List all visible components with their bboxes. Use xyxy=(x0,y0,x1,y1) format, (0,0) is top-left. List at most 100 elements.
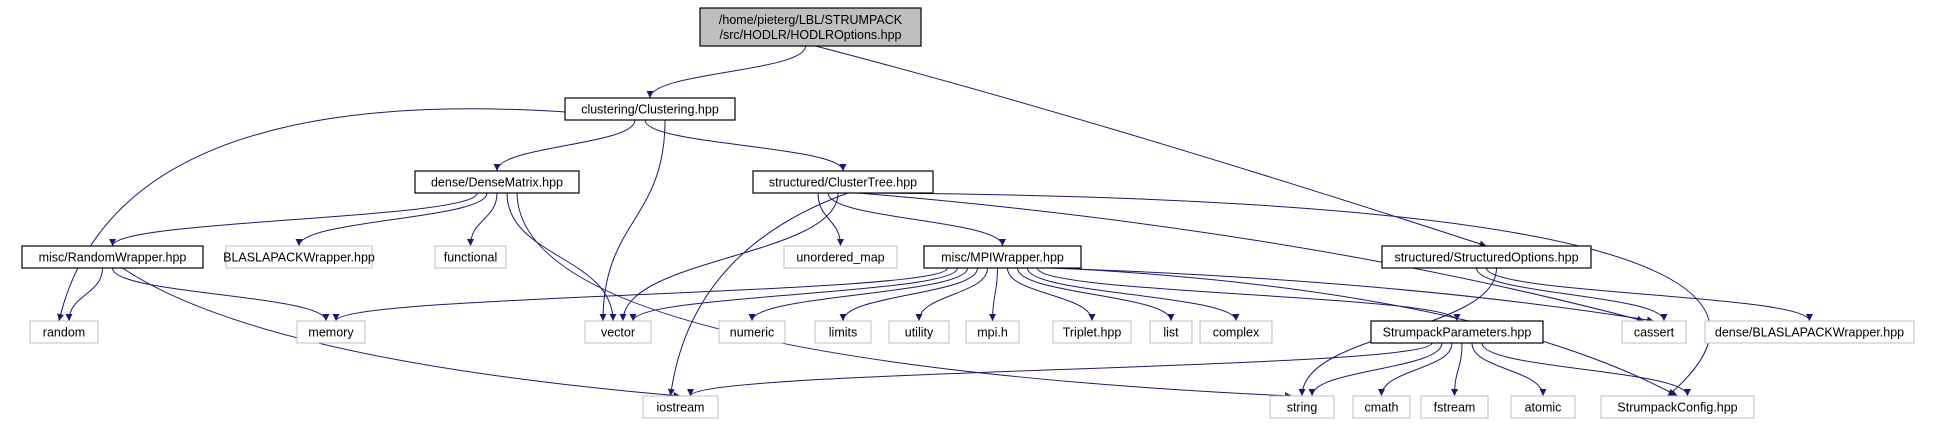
node-fstream: fstream xyxy=(1420,395,1489,419)
edge-clustertree-mpiwrapper xyxy=(827,192,1006,247)
node-strumpackconfig: StrumpackConfig.hpp xyxy=(1600,395,1755,419)
node-label: StrumpackParameters.hpp xyxy=(1383,326,1532,340)
node-box xyxy=(1269,395,1335,419)
edge-mpiwrapper-limits xyxy=(839,267,978,322)
node-label: string xyxy=(1287,401,1318,415)
node-root[interactable]: /home/pieterg/LBL/STRUMPACK/src/HODLR/HO… xyxy=(699,7,922,47)
node-list: list xyxy=(1149,320,1193,344)
node-label: cassert xyxy=(1634,326,1675,340)
node-memory: memory xyxy=(296,320,366,344)
node-box xyxy=(584,320,652,344)
node-label: Triplet.hpp xyxy=(1063,326,1122,340)
node-vector: vector xyxy=(584,320,652,344)
node-unordered_map: unordered_map xyxy=(783,245,898,269)
node-box xyxy=(718,320,786,344)
edge-clustering-vector xyxy=(599,119,666,322)
node-label: dense/BLASLAPACKWrapper.hpp xyxy=(1715,326,1904,340)
edge-clustertree-vector xyxy=(619,192,839,322)
node-label: fstream xyxy=(1434,401,1476,415)
edge-mpiwrapper-memory xyxy=(332,267,948,322)
node-label: /src/HODLR/HODLROptions.hpp xyxy=(719,28,901,42)
node-blaslapack: BLASLAPACKWrapper.hpp xyxy=(223,245,375,269)
edge-mpiwrapper-mpih xyxy=(989,267,998,322)
node-label: clustering/Clustering.hpp xyxy=(581,103,719,117)
node-label: random xyxy=(43,326,85,340)
node-box xyxy=(29,320,99,344)
node-label: structured/ClusterTree.hpp xyxy=(769,176,917,190)
edge-clustering-densematrix xyxy=(493,119,636,172)
node-label: utility xyxy=(905,326,934,340)
edge-densematrix-functional xyxy=(467,192,498,247)
edge-clustertree-strumpackconfig xyxy=(867,192,1711,397)
node-box xyxy=(1149,320,1193,344)
node-complex: complex xyxy=(1199,320,1273,344)
edge-mpiwrapper-triplet xyxy=(1007,267,1096,322)
edge-randomwrapper-iostream xyxy=(122,267,681,399)
node-label: misc/RandomWrapper.hpp xyxy=(39,251,187,265)
edge-clustertree-iostream xyxy=(667,192,849,397)
node-string: string xyxy=(1269,395,1335,419)
edge-strumpackparams-atomic xyxy=(1471,342,1547,397)
node-label: StrumpackConfig.hpp xyxy=(1617,401,1737,415)
edge-strumpackparams-fstream xyxy=(1451,342,1463,397)
node-box xyxy=(923,245,1082,269)
edge-densematrix-randomwrapper xyxy=(109,192,478,247)
node-atomic: atomic xyxy=(1510,395,1576,419)
node-box xyxy=(1510,395,1576,419)
edge-strumpackparams-iostream xyxy=(687,342,1433,397)
node-label: misc/MPIWrapper.hpp xyxy=(941,251,1064,265)
edge-densematrix-string xyxy=(516,192,1293,400)
node-triplet: Triplet.hpp xyxy=(1052,320,1132,344)
node-box xyxy=(1370,320,1544,344)
edge-structuredoptions-denseblaslapack xyxy=(1486,267,1813,322)
node-strumpackparams[interactable]: StrumpackParameters.hpp xyxy=(1370,320,1544,344)
node-box xyxy=(642,395,719,419)
edge-structuredoptions-cassert xyxy=(1476,267,1668,322)
node-box xyxy=(225,245,373,269)
node-structuredoptions[interactable]: structured/StructuredOptions.hpp xyxy=(1381,245,1592,269)
node-label: structured/StructuredOptions.hpp xyxy=(1394,251,1578,265)
node-iostream: iostream xyxy=(642,395,719,419)
edge-mpiwrapper-list xyxy=(1017,267,1175,322)
edge-clustertree-cassert xyxy=(857,192,1645,323)
edge-root-clustering xyxy=(646,45,806,99)
node-label: complex xyxy=(1213,326,1260,340)
node-label: BLASLAPACKWrapper.hpp xyxy=(223,251,375,265)
node-box xyxy=(752,170,934,194)
node-label: atomic xyxy=(1525,401,1562,415)
node-clustering[interactable]: clustering/Clustering.hpp xyxy=(564,97,736,121)
edge-densematrix-blaslapack xyxy=(295,192,488,247)
node-box xyxy=(888,320,950,344)
edge-densematrix-vector xyxy=(506,192,617,322)
node-functional: functional xyxy=(434,245,507,269)
node-randomwrapper[interactable]: misc/RandomWrapper.hpp xyxy=(21,245,204,269)
edge-clustertree-unordered_map xyxy=(817,192,844,247)
edge-root-structuredoptions xyxy=(815,45,1487,248)
node-cassert: cassert xyxy=(1621,320,1687,344)
node-label: iostream xyxy=(657,401,705,415)
node-box xyxy=(21,245,204,269)
node-denseblaslapack: dense/BLASLAPACKWrapper.hpp xyxy=(1704,320,1915,344)
node-label: memory xyxy=(308,326,354,340)
dependency-nodes: /home/pieterg/LBL/STRUMPACK/src/HODLR/HO… xyxy=(21,7,1915,419)
node-random: random xyxy=(29,320,99,344)
node-mpiwrapper[interactable]: misc/MPIWrapper.hpp xyxy=(923,245,1082,269)
node-clustertree[interactable]: structured/ClusterTree.hpp xyxy=(752,170,934,194)
edge-mpiwrapper-vector xyxy=(629,267,958,322)
node-box xyxy=(296,320,366,344)
node-mpih: mpi.h xyxy=(965,320,1020,344)
edge-randomwrapper-memory xyxy=(112,267,330,322)
node-box xyxy=(1199,320,1273,344)
edge-strumpackparams-strumpackconfig xyxy=(1481,342,1691,397)
node-numeric: numeric xyxy=(718,320,786,344)
node-box xyxy=(1381,245,1592,269)
node-label: vector xyxy=(601,326,635,340)
node-box xyxy=(1352,395,1411,419)
edge-randomwrapper-random xyxy=(65,267,103,322)
edge-mpiwrapper-strumpackparams xyxy=(1037,267,1461,322)
node-label: dense/DenseMatrix.hpp xyxy=(431,176,563,190)
node-densematrix[interactable]: dense/DenseMatrix.hpp xyxy=(414,170,580,194)
node-box xyxy=(814,320,872,344)
node-box xyxy=(1621,320,1687,344)
